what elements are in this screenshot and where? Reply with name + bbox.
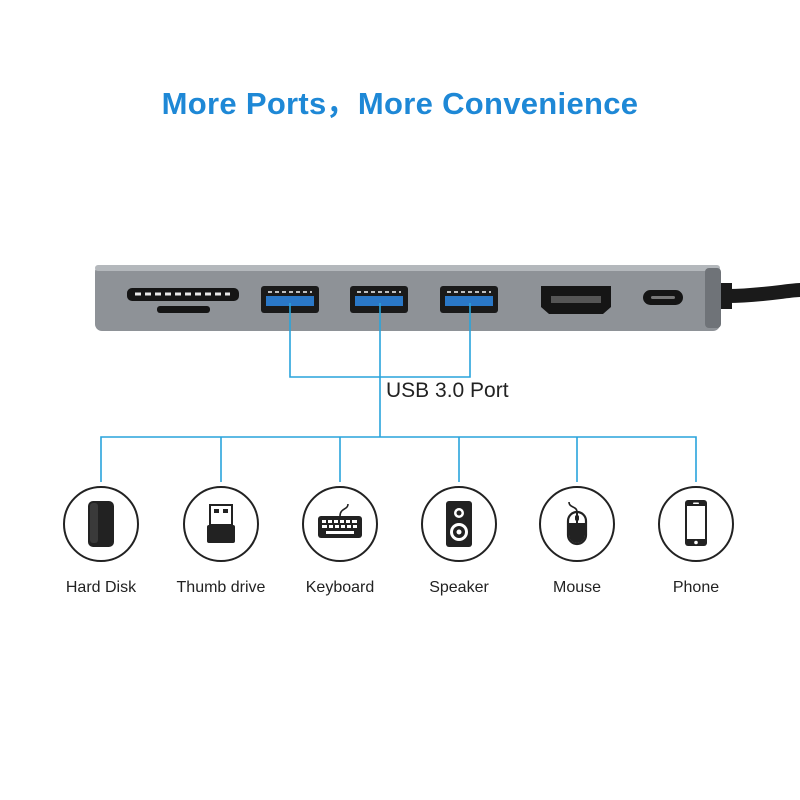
device-label: Hard Disk xyxy=(65,579,137,596)
mouse-icon xyxy=(539,486,615,562)
device-speaker: Speaker xyxy=(399,486,519,597)
sd-card-slot xyxy=(127,288,239,301)
usb-port-label: USB 3.0 Port xyxy=(386,379,509,402)
hard-disk-icon xyxy=(63,486,139,562)
device-thumb-drive: Thumb drive xyxy=(161,486,281,597)
device-keyboard: Keyboard xyxy=(280,486,400,597)
device-label: Speaker xyxy=(429,579,489,596)
microsd-slot xyxy=(157,306,210,313)
device-hard-disk: Hard Disk xyxy=(41,486,161,597)
speaker-icon xyxy=(421,486,497,562)
device-label: Phone xyxy=(672,579,720,596)
device-label: Thumb drive xyxy=(176,579,266,596)
device-label: Mouse xyxy=(552,579,602,596)
usb-a-port xyxy=(261,286,319,313)
phone-icon xyxy=(658,486,734,562)
device-phone: Phone xyxy=(636,486,756,597)
usb-a-port xyxy=(350,286,408,313)
keyboard-icon xyxy=(302,486,378,562)
device-label: Keyboard xyxy=(305,579,375,596)
usb-a-port xyxy=(440,286,498,313)
usb-c-cable xyxy=(712,283,800,309)
device-mouse: Mouse xyxy=(517,486,637,597)
thumb-drive-icon xyxy=(183,486,259,562)
headline: More Ports，More Convenience xyxy=(161,86,639,121)
hdmi-port xyxy=(541,286,611,314)
usb-c-port xyxy=(643,290,683,305)
connector-lines xyxy=(100,303,697,482)
